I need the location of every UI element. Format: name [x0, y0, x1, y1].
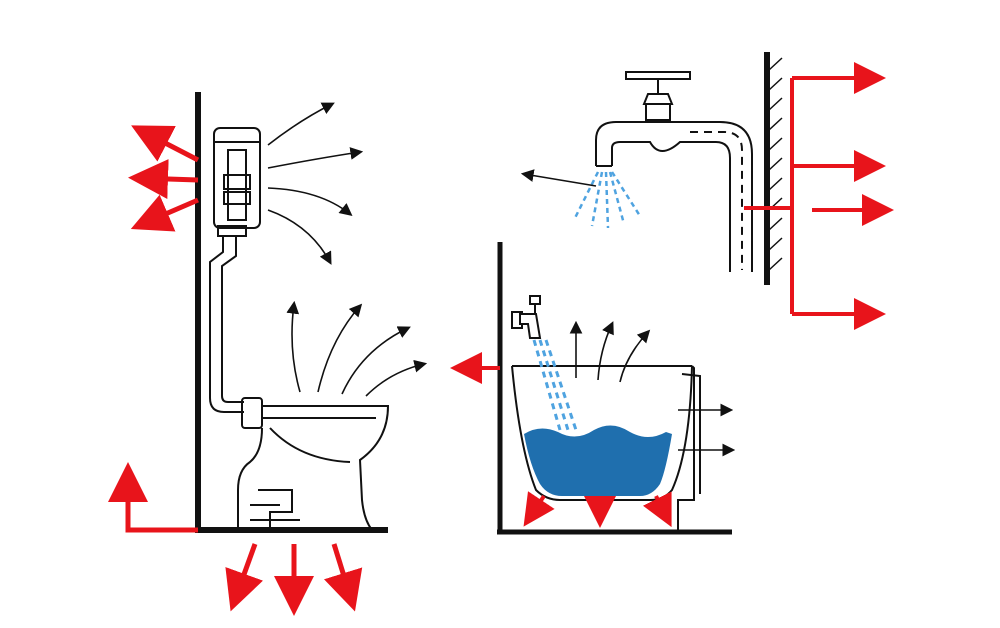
toilet-scene	[108, 92, 428, 616]
red-arrow	[131, 125, 200, 163]
red-arrow	[642, 491, 672, 528]
black-arrow	[267, 147, 364, 169]
toilet-floor-red-arrows	[225, 543, 363, 616]
bath-pouring-water	[532, 339, 578, 431]
black-arrow	[286, 300, 301, 393]
red-arrow-floor-to-wall	[108, 462, 198, 533]
red-arrow	[128, 159, 199, 199]
red-arrow	[130, 194, 199, 232]
black-arrow	[267, 209, 332, 265]
cistern-sound-arrows	[267, 102, 364, 265]
black-arrow	[520, 169, 597, 187]
wall-hatching	[768, 57, 783, 271]
cistern	[213, 127, 261, 237]
faucet-scene	[520, 52, 894, 330]
black-arrow	[365, 359, 428, 397]
flush-pipe	[209, 236, 263, 429]
black-arrow	[597, 321, 614, 381]
bath-sound-arrows	[569, 320, 651, 383]
toilet-bowl	[237, 405, 390, 531]
bath-floor-red-arrows	[523, 491, 672, 528]
faucet	[595, 71, 753, 272]
faucet-wall-red-arrows	[744, 62, 894, 330]
bathtub-scene	[450, 242, 736, 535]
black-arrow	[317, 303, 363, 393]
faucet-spray	[572, 171, 642, 229]
black-arrow	[267, 102, 335, 146]
bath-water	[524, 425, 672, 496]
black-arrow	[619, 329, 651, 383]
red-arrow	[225, 543, 264, 612]
bowl-sound-arrows	[286, 300, 428, 397]
toilet-wall-red-arrows	[128, 125, 200, 232]
bath-tap	[511, 295, 542, 339]
red-arrow	[324, 543, 363, 612]
bath-side-arrows	[678, 403, 736, 457]
red-arrow	[523, 491, 555, 527]
black-arrow	[267, 187, 353, 216]
black-arrow	[341, 326, 411, 395]
